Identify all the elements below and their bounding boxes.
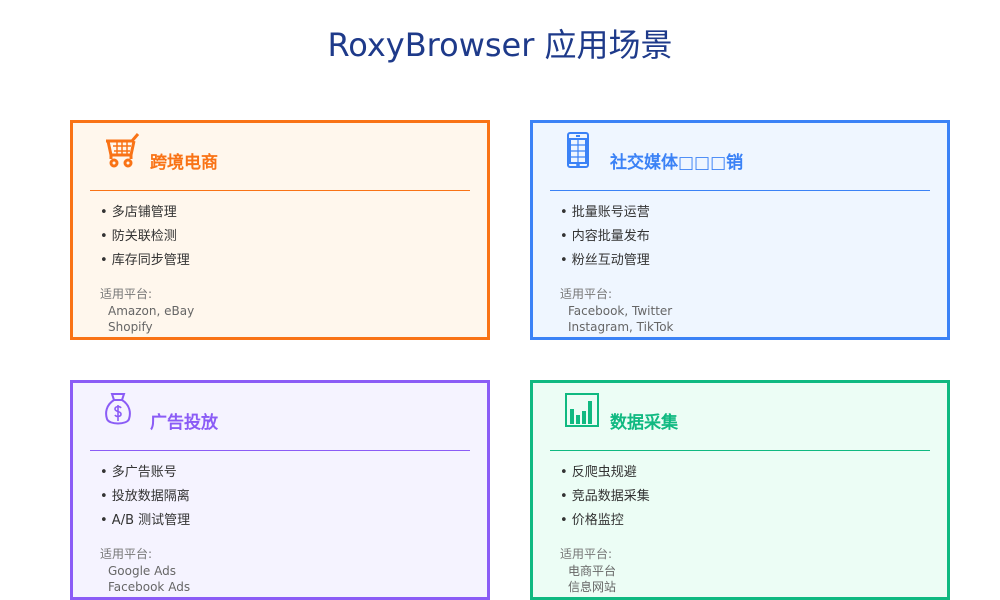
divider (90, 450, 470, 451)
platform: Google Ads (108, 564, 176, 578)
platform-label: 适用平台: (100, 547, 153, 561)
divider (550, 450, 930, 451)
list-item: • 多店铺管理 (100, 205, 177, 220)
list-item: • 防关联检测 (100, 229, 177, 244)
list-item: • 批量账号运营 (560, 205, 650, 220)
feature-list: • 反爬虫规避 • 竞品数据采集 • 价格监控 (560, 463, 650, 535)
divider (90, 190, 470, 191)
list-item: • 库存同步管理 (100, 253, 190, 268)
feature-list: • 批量账号运营 • 内容批量发布 • 粉丝互动管理 (560, 203, 650, 275)
card-cross-border-ecommerce: 跨境电商 • 多店铺管理 • 防关联检测 • 库存同步管理 适用平台: Amaz… (70, 120, 490, 340)
platform: Instagram, TikTok (568, 320, 674, 334)
smartphone-icon (567, 132, 589, 168)
list-item: • 竞品数据采集 (560, 489, 650, 504)
platform-list: 电商平台 信息网站 (568, 563, 616, 595)
card-title: 跨境电商 (150, 153, 218, 173)
card-social-media: 社交媒体□□□销 • 批量账号运营 • 内容批量发布 • 粉丝互动管理 适用平台… (530, 120, 950, 340)
list-item: • 内容批量发布 (560, 229, 650, 244)
page-title: RoxyBrowser 应用场景 (327, 26, 673, 64)
platform-list: Amazon, eBay Shopify (108, 303, 194, 335)
money-bag-icon (105, 393, 131, 425)
card-title: 广告投放 (150, 413, 218, 433)
card-data-collection: 数据采集 • 反爬虫规避 • 竞品数据采集 • 价格监控 适用平台: 电商平台 … (530, 380, 950, 600)
shopping-cart-icon (106, 133, 140, 168)
card-title: 数据采集 (610, 413, 678, 433)
platform: Shopify (108, 320, 153, 334)
list-item: • 粉丝互动管理 (560, 253, 650, 268)
list-item: • A/B 测试管理 (100, 513, 191, 528)
bar-chart-icon (565, 393, 599, 427)
platform: Amazon, eBay (108, 304, 195, 318)
platform-list: Google Ads Facebook Ads (108, 563, 190, 595)
list-item: • 反爬虫规避 (560, 465, 637, 480)
card-advertising: 广告投放 • 多广告账号 • 投放数据隔离 • A/B 测试管理 适用平台: G… (70, 380, 490, 600)
card-title: 社交媒体□□□销 (610, 153, 744, 173)
list-item: • 投放数据隔离 (100, 489, 190, 504)
feature-list: • 多广告账号 • 投放数据隔离 • A/B 测试管理 (100, 463, 190, 535)
platform: Facebook, Twitter (568, 304, 673, 318)
platform-label: 适用平台: (560, 287, 613, 301)
feature-list: • 多店铺管理 • 防关联检测 • 库存同步管理 (100, 203, 190, 275)
platform: 电商平台 (568, 564, 617, 578)
platform: 信息网站 (568, 580, 617, 594)
platform-label: 适用平台: (100, 287, 153, 301)
platform: Facebook Ads (108, 580, 191, 594)
platform-list: Facebook, Twitter Instagram, TikTok (568, 303, 674, 335)
divider (550, 190, 930, 191)
list-item: • 多广告账号 (100, 465, 177, 480)
platform-label: 适用平台: (560, 547, 613, 561)
list-item: • 价格监控 (560, 513, 624, 528)
